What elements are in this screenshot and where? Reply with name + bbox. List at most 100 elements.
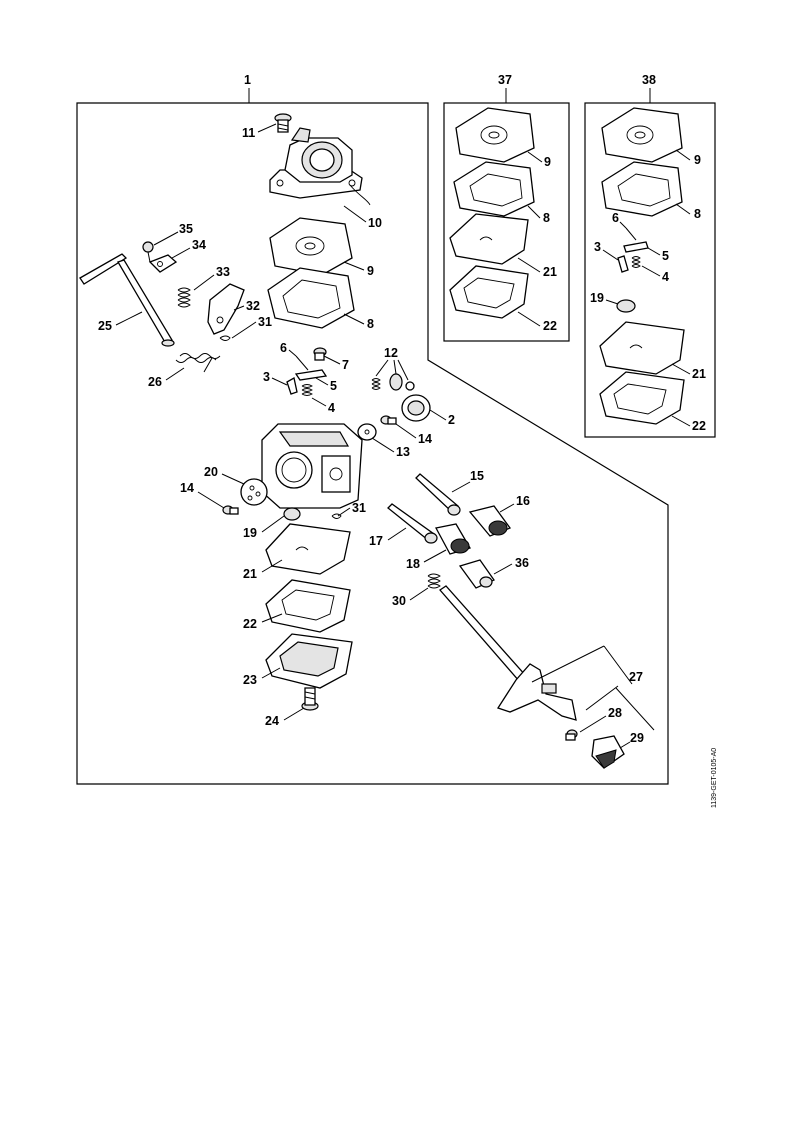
- callout-26[interactable]: 26: [148, 367, 185, 389]
- svg-text:5: 5: [662, 249, 669, 263]
- svg-text:18: 18: [406, 557, 420, 571]
- svg-text:7: 7: [342, 358, 349, 372]
- callout-10[interactable]: 10: [343, 205, 382, 230]
- kit37-callout-22[interactable]: 22: [517, 311, 557, 333]
- callout-31-lower[interactable]: 31: [337, 501, 366, 517]
- callout-9[interactable]: 9: [343, 261, 374, 278]
- part-17-adjust-screw: [387, 503, 438, 544]
- part-24-screw: [301, 687, 319, 711]
- callout-28[interactable]: 28: [579, 706, 622, 733]
- callout-24[interactable]: 24: [265, 707, 305, 728]
- callout-12[interactable]: 12: [375, 346, 409, 381]
- kit37-part-21-diaphragm: [449, 213, 529, 265]
- part-32-lever: [207, 283, 245, 335]
- callout-16[interactable]: 16: [499, 494, 530, 513]
- callout-13[interactable]: 13: [371, 437, 410, 459]
- part-33-spring: [177, 287, 191, 308]
- kit37-part-9-diaphragm: [455, 107, 535, 163]
- callout-15[interactable]: 15: [451, 469, 484, 493]
- part-22-gasket: [265, 579, 351, 633]
- callout-20[interactable]: 20: [204, 465, 245, 485]
- svg-text:26: 26: [148, 375, 162, 389]
- part-16-limiter-cap: [468, 505, 512, 537]
- kit38-callout-19[interactable]: 19: [590, 291, 619, 305]
- callout-14-upper[interactable]: 14: [395, 423, 432, 446]
- svg-text:38: 38: [642, 73, 656, 87]
- svg-text:3: 3: [594, 240, 601, 254]
- svg-text:25: 25: [98, 319, 112, 333]
- callout-19[interactable]: 19: [243, 515, 285, 540]
- callout-14-lower[interactable]: 14: [180, 481, 225, 509]
- callout-21[interactable]: 21: [243, 559, 283, 581]
- kit38-callout-4[interactable]: 4: [641, 265, 669, 284]
- kit37-callout-9[interactable]: 9: [527, 151, 551, 169]
- svg-text:31: 31: [258, 315, 272, 329]
- svg-text:19: 19: [590, 291, 604, 305]
- svg-text:9: 9: [544, 155, 551, 169]
- callout-30[interactable]: 30: [392, 587, 429, 608]
- callout-4[interactable]: 4: [311, 397, 335, 415]
- svg-text:36: 36: [515, 556, 529, 570]
- part-31-clip-lower: [331, 513, 342, 519]
- callout-8[interactable]: 8: [343, 313, 374, 331]
- callout-27[interactable]: 27: [531, 645, 655, 731]
- callout-11[interactable]: 11: [242, 123, 277, 140]
- callout-23[interactable]: 23: [243, 667, 281, 687]
- callout-3[interactable]: 3: [263, 370, 288, 386]
- group-38-callout[interactable]: 38: [642, 73, 656, 103]
- part-21-diaphragm: [265, 523, 351, 575]
- callout-33[interactable]: 33: [193, 265, 230, 291]
- part-3-needle: [286, 376, 298, 395]
- svg-text:6: 6: [612, 211, 619, 225]
- kit37-part-8-gasket: [453, 161, 535, 217]
- kit38-callout-3[interactable]: 3: [594, 240, 619, 261]
- callout-35[interactable]: 35: [153, 222, 193, 246]
- kit38-part-5-lever: [623, 241, 649, 253]
- svg-text:16: 16: [516, 494, 530, 508]
- svg-text:35: 35: [179, 222, 193, 236]
- svg-text:21: 21: [543, 265, 557, 279]
- kit38-callout-22[interactable]: 22: [671, 415, 706, 433]
- callout-6[interactable]: 6: [280, 341, 297, 357]
- svg-text:30: 30: [392, 594, 406, 608]
- kit38-part-3-needle: [617, 255, 629, 273]
- callout-17[interactable]: 17: [369, 527, 407, 548]
- kit38-callout-9[interactable]: 9: [675, 149, 701, 167]
- svg-text:22: 22: [692, 419, 706, 433]
- callout-36[interactable]: 36: [493, 556, 529, 575]
- svg-text:27: 27: [629, 670, 643, 684]
- callout-31-upper[interactable]: 31: [231, 315, 272, 339]
- kit37-callout-8[interactable]: 8: [527, 205, 550, 225]
- group-1-callout[interactable]: 1: [244, 73, 251, 103]
- group-37-callout[interactable]: 37: [498, 73, 512, 103]
- callout-2[interactable]: 2: [429, 409, 455, 427]
- svg-text:2: 2: [448, 413, 455, 427]
- part-14-screw-upper: [380, 415, 397, 425]
- kit38-callout-6[interactable]: 6: [612, 211, 627, 229]
- callout-29[interactable]: 29: [619, 731, 644, 749]
- svg-text:8: 8: [367, 317, 374, 331]
- callout-34[interactable]: 34: [171, 238, 206, 259]
- svg-text:8: 8: [694, 207, 701, 221]
- callout-5[interactable]: 5: [315, 377, 337, 393]
- callout-25[interactable]: 25: [98, 311, 143, 333]
- callout-7[interactable]: 7: [323, 355, 349, 372]
- svg-text:22: 22: [543, 319, 557, 333]
- svg-text:23: 23: [243, 673, 257, 687]
- carburetor-body: [261, 423, 363, 509]
- kit38-callout-21[interactable]: 21: [671, 363, 706, 381]
- kit38-callout-8[interactable]: 8: [675, 203, 701, 221]
- part-30-spring: [427, 573, 441, 589]
- part-23-cover: [265, 633, 353, 689]
- svg-text:22: 22: [243, 617, 257, 631]
- svg-text:4: 4: [328, 401, 335, 415]
- kit37-callout-21[interactable]: 21: [517, 257, 557, 279]
- part-34-plate: [148, 254, 178, 273]
- svg-text:32: 32: [246, 299, 260, 313]
- kit38-callout-5[interactable]: 5: [647, 247, 669, 263]
- callout-22[interactable]: 22: [243, 613, 283, 631]
- part-5-lever: [294, 369, 328, 381]
- callout-32[interactable]: 32: [233, 299, 260, 313]
- callout-18[interactable]: 18: [406, 549, 447, 571]
- kit38-part-9-diaphragm: [601, 107, 683, 163]
